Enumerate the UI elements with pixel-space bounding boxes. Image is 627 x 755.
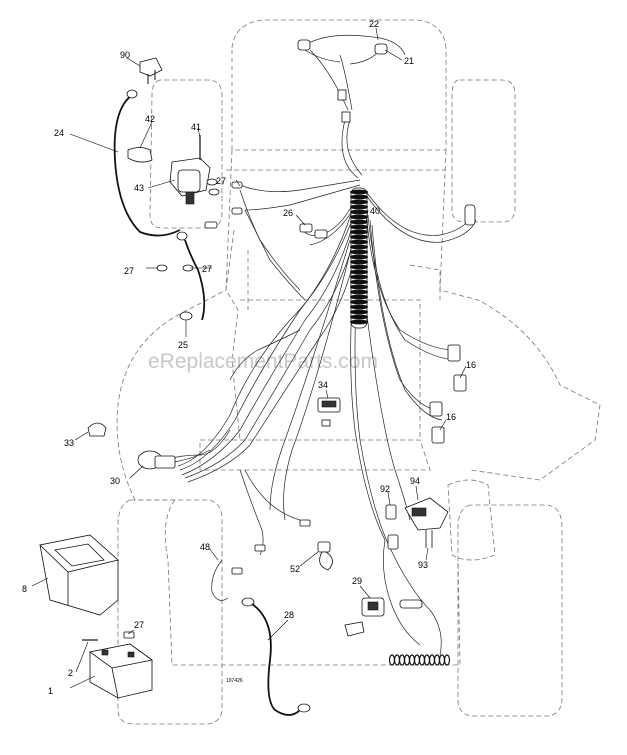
conduit-coil-ring [350,239,368,245]
cord-coil-loop [428,654,436,666]
conduit-coil-ring [350,199,368,205]
drawing-code: 197426 [226,678,243,684]
cord-coil-loop [408,654,416,666]
conduit-coil-ring [350,319,368,325]
cord-coil-loop [398,654,406,666]
part-52 [299,519,333,571]
callout-28: 28 [284,610,294,620]
pto-switch [344,597,451,666]
switch-34 [317,397,341,427]
conduit-coil-ring [350,234,368,240]
callout-41: 41 [191,122,201,132]
watermark-text: eReplacementParts.com [148,350,378,373]
conduit-coil-ring [350,314,368,320]
conduit-coil-ring [350,269,368,275]
brake-switch-assembly [385,479,496,561]
callout-26: 26 [283,208,293,218]
battery-cables [113,89,206,321]
callout-52: 52 [290,564,300,574]
cord-coil-loop [418,654,426,666]
conduit-coil-ring [350,194,368,200]
conduit-coil-ring [350,304,368,310]
conduit-coil-ring [350,274,368,280]
callout-48: 48 [200,542,210,552]
callout-27-solenoid: 27 [216,176,226,186]
conduit-coil-ring [350,189,368,195]
callout-43: 43 [134,183,144,193]
seat-switch-connectors [429,204,476,444]
cord-coil-loop [423,654,431,666]
conduit-coil-ring [350,224,368,230]
callout-34: 34 [318,380,328,390]
callout-30: 30 [110,476,120,486]
conduit-coil-ring [350,264,368,270]
callout-94: 94 [410,476,420,486]
cord-coil-loop [443,654,451,666]
callout-42: 42 [145,114,155,124]
callout-1: 1 [48,686,53,696]
solenoid-assembly [127,135,243,272]
conduit-coil-ring [350,229,368,235]
callout-24: 24 [54,128,64,138]
conduit-coil-ring [350,204,368,210]
ground-cable [241,597,311,716]
conduit-coil-ring [350,279,368,285]
conduit-coil-ring [350,214,368,220]
headlight-connectors [297,34,406,123]
callout-21: 21 [404,56,414,66]
conduit-coil-ring [350,294,368,300]
part-33 [87,422,107,437]
callout-40: 40 [370,206,380,216]
conduit-coil-ring [350,259,368,265]
coiled-conduit [350,187,368,329]
conduit-coil-ring [350,299,368,305]
callout-labels: 1 2 8 16 16 21 22 24 25 26 27 27 27 27 2… [22,19,476,696]
connectors-26 [299,223,328,239]
conduit-coil-ring [350,289,368,295]
callout-27-left: 27 [124,266,134,276]
callout-8: 8 [22,584,27,594]
cord-coil-loop [388,654,396,666]
callout-2: 2 [68,668,73,678]
part-48-bulb [211,544,266,601]
conduit-coil-ring [350,209,368,215]
conduit-coil-ring [350,219,368,225]
conduit-coil-ring [350,309,368,315]
battery [82,631,153,699]
callout-25: 25 [178,340,188,350]
conduit-coil-ring [350,254,368,260]
callout-93: 93 [418,560,428,570]
cord-coil-loop [413,654,421,666]
battery-box [39,534,119,616]
part-90-clip [139,57,163,84]
callout-29: 29 [352,576,362,586]
tractor-outline [116,19,601,725]
cord-coil-loop [438,654,446,666]
cord-coil-loop [433,654,441,666]
leader-lines [31,27,467,689]
callout-16-lower: 16 [446,412,456,422]
conduit-coil-ring [350,244,368,250]
conduit-coil-ring [350,249,368,255]
conduit-coil-ring [350,284,368,290]
callout-22: 22 [369,19,379,29]
callout-33: 33 [64,438,74,448]
callout-27-right: 27 [202,264,212,274]
callout-92: 92 [380,484,390,494]
cord-coil-loop [393,654,401,666]
callout-27-battery: 27 [134,620,144,630]
cord-coil-loop [403,654,411,666]
callout-90: 90 [120,50,130,60]
ignition-switch [137,449,211,470]
callout-16-upper: 16 [466,360,476,370]
